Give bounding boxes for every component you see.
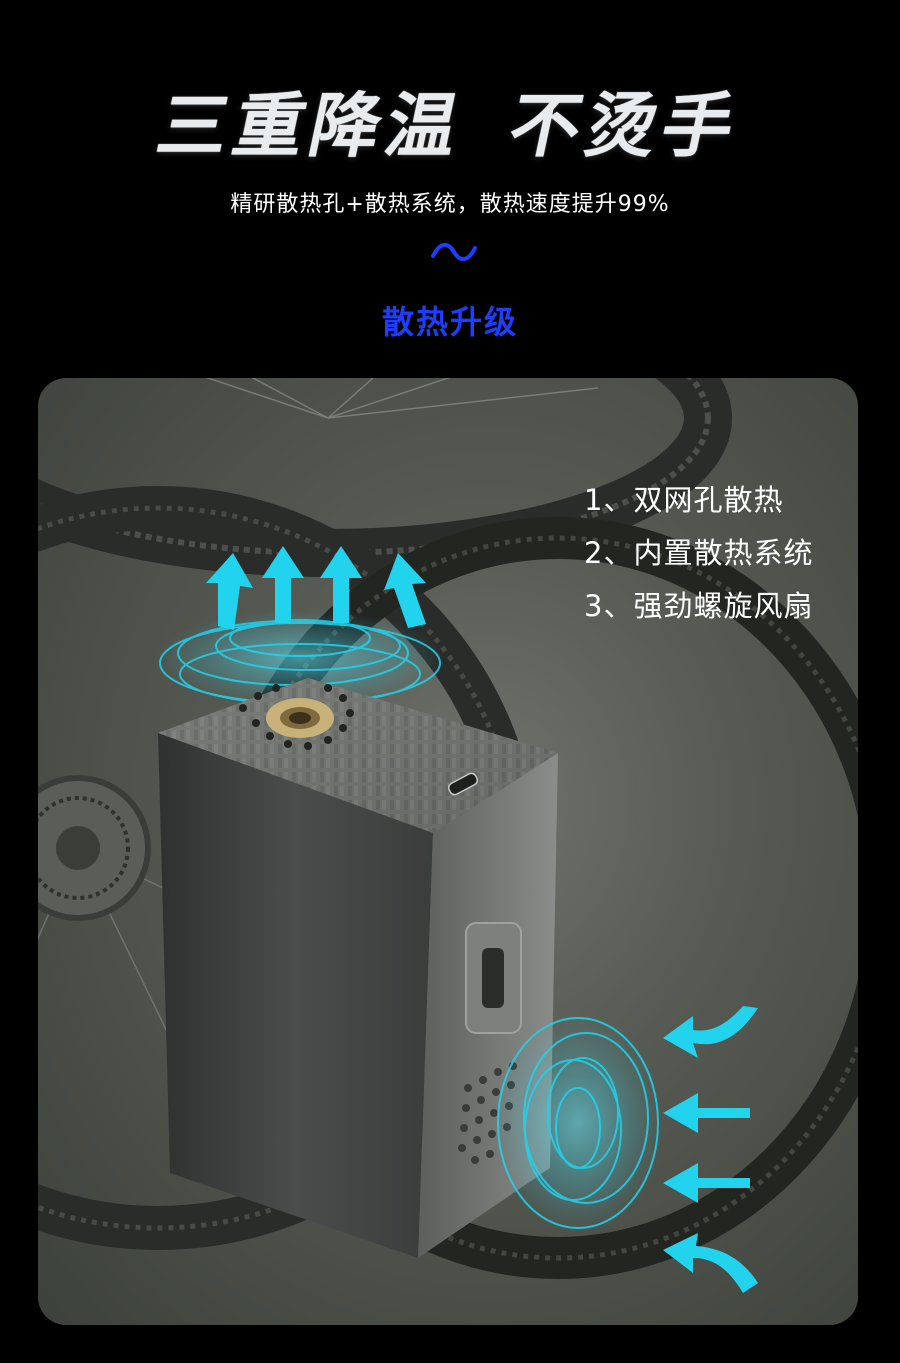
product-showcase-panel: 1、双网孔散热 2、内置散热系统 3、强劲螺旋风扇 xyxy=(38,378,858,1325)
feature-list: 1、双网孔散热 2、内置散热系统 3、强劲螺旋风扇 xyxy=(584,474,813,633)
feature-item: 2、内置散热系统 xyxy=(584,536,814,570)
feature-item: 3、强劲螺旋风扇 xyxy=(584,589,814,623)
product-illustration xyxy=(38,378,858,1293)
airflow-up-arrows xyxy=(206,546,426,630)
air-pump-device xyxy=(158,678,558,1258)
headline-part-1: 三重降温 xyxy=(150,85,472,167)
airflow-in-arrows xyxy=(663,1006,758,1293)
section-label: 散热升级 xyxy=(381,303,518,341)
headline: 三重降温不烫手 xyxy=(0,70,900,171)
airflow-up-arrow-icon xyxy=(320,546,362,623)
feature-item: 1、双网孔散热 xyxy=(584,483,784,517)
airflow-in-arrow-icon xyxy=(663,1233,758,1293)
airflow-swirl-side xyxy=(493,1013,663,1233)
wave-tilde-icon xyxy=(431,243,477,261)
airflow-up-arrow-icon xyxy=(384,553,426,628)
airflow-in-arrow-icon xyxy=(663,1006,758,1058)
airflow-up-arrow-icon xyxy=(206,553,253,630)
airflow-in-arrow-icon xyxy=(663,1163,750,1203)
headline-part-2: 不烫手 xyxy=(502,85,748,167)
airflow-in-arrow-icon xyxy=(663,1093,750,1133)
airflow-up-arrow-icon xyxy=(262,546,304,623)
subtitle: 精研散热孔+散热系统，散热速度提升99% xyxy=(230,192,670,217)
